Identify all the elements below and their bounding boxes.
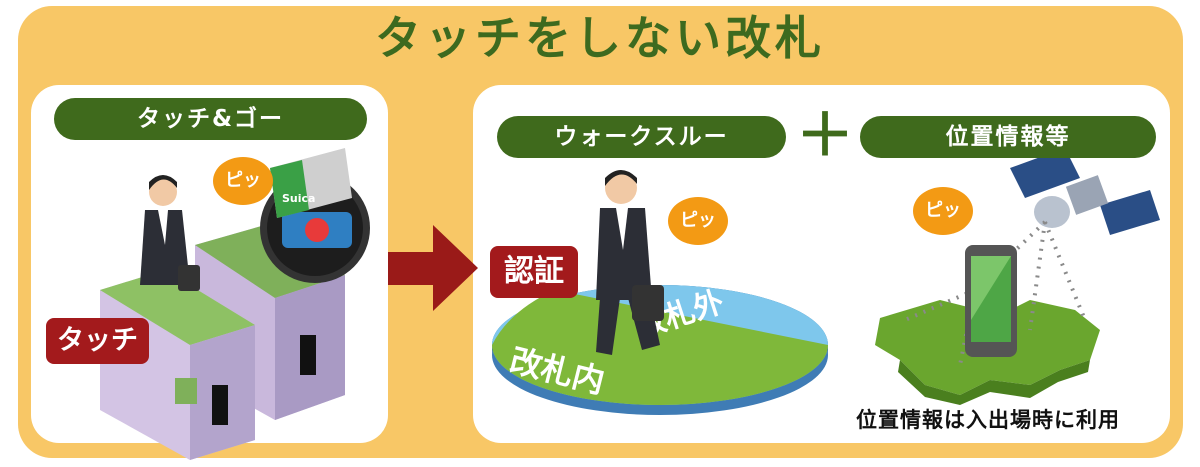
touch-tag: タッチ [46, 318, 149, 364]
main-title: タッチをしない改札 [375, 11, 825, 65]
location-caption: 位置情報は入出場時に利用 [856, 408, 1120, 432]
satellite-illustration [1010, 148, 1160, 235]
walkthrough-label: ウォークスルー [497, 116, 786, 158]
beep-bubble-center: ピッ [668, 197, 728, 245]
touch-and-go-label: タッチ&ゴー [54, 98, 367, 140]
card-label: Suica [282, 192, 315, 205]
signal-lines [904, 220, 1087, 366]
authentication-tag: 認証 [490, 246, 578, 298]
transition-arrow [388, 225, 478, 311]
beep-bubble-left: ピッ [213, 157, 273, 205]
location-info-label: 位置情報等 [860, 116, 1156, 158]
commuter-figure-left [140, 175, 200, 291]
commuter-figure-walking [596, 170, 664, 355]
plus-sign: ＋ [796, 101, 855, 169]
beep-bubble-right: ピッ [913, 187, 973, 235]
ic-card-reader-zoom [260, 148, 370, 283]
smartphone-illustration [965, 245, 1017, 357]
